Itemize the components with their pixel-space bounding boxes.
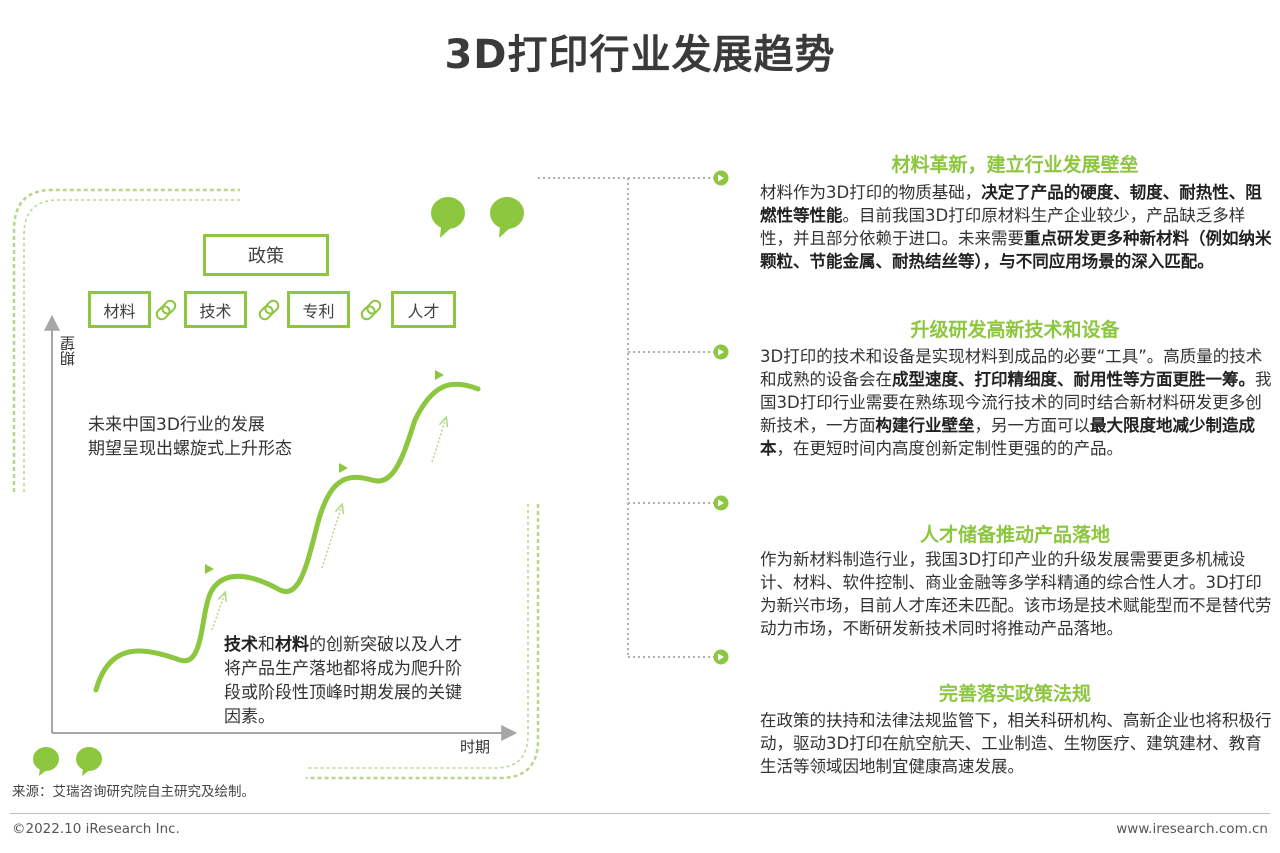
pillar-technology-box: 技术	[184, 291, 247, 328]
chain-link-icon	[155, 299, 382, 321]
dashed-frame-left-inner	[23, 199, 240, 492]
diagram-graphics	[12, 188, 540, 780]
section-body-materials: 材料作为3D打印的物质基础，决定了产品的硬度、韧度、耐热性、阻燃性等性能。目前我…	[760, 183, 1272, 271]
x-axis-label: 时期	[460, 738, 491, 756]
connector-node-icon	[713, 170, 729, 665]
speech-bubble-icon	[33, 197, 524, 776]
peak-marker-icon	[205, 370, 444, 574]
website-link[interactable]: www.iresearch.com.cn	[1116, 821, 1268, 837]
section-title-talent: 人才储备推动产品落地	[919, 524, 1110, 546]
source-note: 来源：艾瑞咨询研究院自主研究及绘制。	[12, 784, 255, 800]
dashed-frame-right-inner	[306, 504, 529, 769]
copyright: ©2022.10 iResearch Inc.	[12, 821, 180, 837]
section-title-materials: 材料革新，建立行业发展壁垒	[891, 154, 1139, 176]
rising-spiral-curve	[93, 381, 481, 693]
section-body-technology: 3D打印的技术和设备是实现材料到成品的必要“工具”。高质量的技术和成熟的设备会在…	[760, 347, 1272, 458]
pillar-talent-box: 人才	[391, 291, 456, 328]
pillar-materials-box: 材料	[88, 291, 151, 328]
dashed-frame-right	[306, 504, 540, 780]
trend-diagram: 政策 材料 技术 专利 人才 期望 时期 未来中国3D行业的发展 期望呈现出螺旋…	[12, 188, 540, 780]
section-body-talent: 作为新材料制造行业，我国3D打印产业的升级发展需要更多机械设计、材料、软件控制、…	[760, 550, 1272, 638]
page-title: 3D打印行业发展趋势	[444, 32, 836, 78]
section-title-technology: 升级研发高新技术和设备	[910, 319, 1120, 341]
curve-caption: 未来中国3D行业的发展 期望呈现出螺旋式上升形态	[88, 415, 292, 459]
driver-caption: 技术和材料的创新突破以及人才 将产品生产落地都将成为爬升阶 段或阶段性顶峰时期发…	[224, 635, 462, 727]
policy-box: 政策	[203, 234, 329, 276]
dashed-frame-left	[12, 188, 240, 492]
section-body-policy: 在政策的扶持和法律法规监管下，相关科研机构、高新企业也将积极行动，驱动3D打印在…	[760, 711, 1272, 776]
section-title-policy: 完善落实政策法规	[938, 683, 1091, 705]
section-connector	[538, 170, 729, 665]
footer-divider	[10, 813, 1270, 814]
pillar-patent-box: 专利	[287, 291, 350, 328]
dotted-rising-arrow	[211, 418, 446, 631]
